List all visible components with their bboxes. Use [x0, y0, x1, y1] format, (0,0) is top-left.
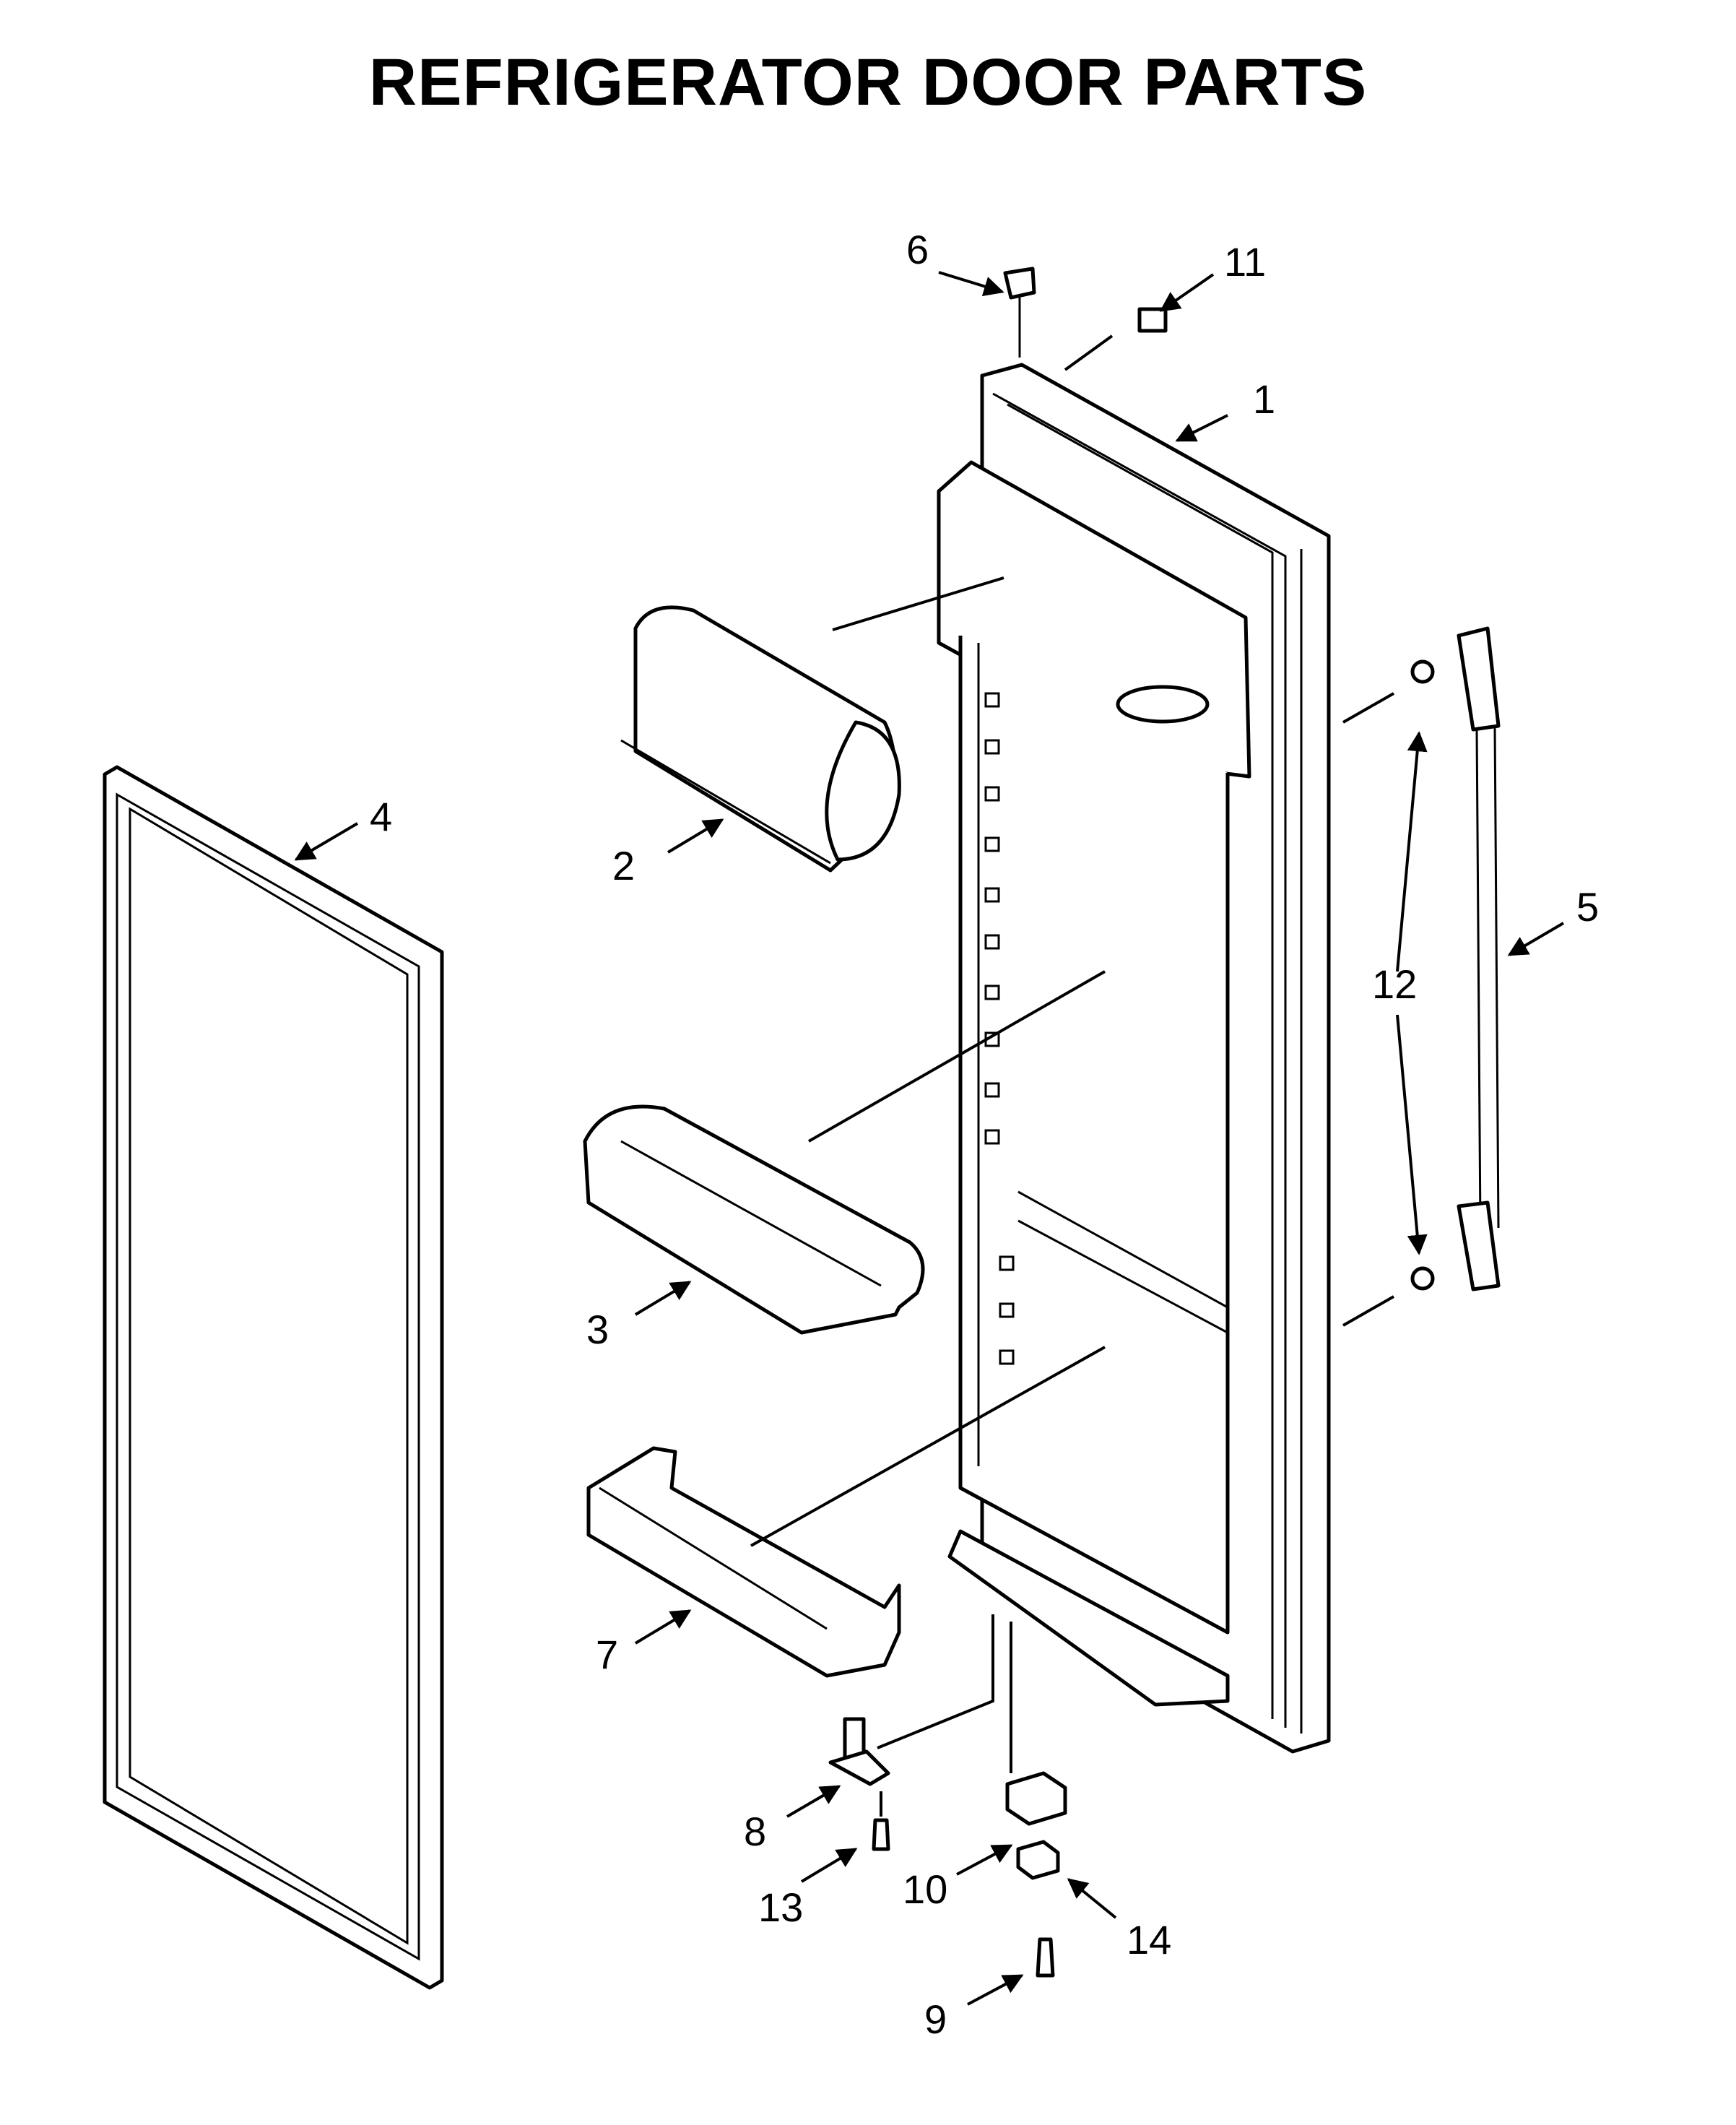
- callout-14: 14: [1127, 1917, 1171, 1962]
- assembly-lines: [750, 334, 1394, 1817]
- callout-4: 4: [370, 794, 392, 839]
- callout-11: 11: [1224, 239, 1266, 285]
- door-shelf-bin: [586, 1446, 901, 1678]
- hinge-screw-13: [872, 1818, 890, 1851]
- callout-1: 1: [1253, 376, 1275, 422]
- hinge-plate: [1005, 1771, 1067, 1826]
- door-liner: [937, 363, 1331, 1754]
- callout-13: 13: [758, 1884, 803, 1930]
- hinge-screw-9: [1036, 1937, 1055, 1978]
- callout-9: 9: [924, 1996, 947, 2042]
- hinge-cover-pad: [1137, 307, 1168, 333]
- door-stop-plug: [1003, 267, 1036, 358]
- diagram-title: REFRIGERATOR DOOR PARTS: [368, 46, 1368, 119]
- hinge-pin: [828, 1717, 890, 1786]
- callout-8: 8: [744, 1809, 766, 1854]
- handle-mounting-studs: [1410, 659, 1435, 1291]
- callout-7: 7: [596, 1632, 618, 1677]
- callout-10: 10: [903, 1866, 947, 1912]
- door-handle: [1457, 626, 1501, 1291]
- hinge-bushing: [1016, 1840, 1060, 1880]
- door-bin: [583, 1104, 925, 1335]
- callout-12: 12: [1372, 961, 1417, 1007]
- dairy-compartment: [620, 605, 901, 873]
- callout-3: 3: [586, 1307, 609, 1352]
- callout-2: 2: [612, 843, 635, 888]
- callout-6: 6: [906, 227, 929, 272]
- door-gasket: [103, 765, 444, 1990]
- callout-5: 5: [1576, 884, 1599, 930]
- callout-arrows: [294, 271, 1565, 2006]
